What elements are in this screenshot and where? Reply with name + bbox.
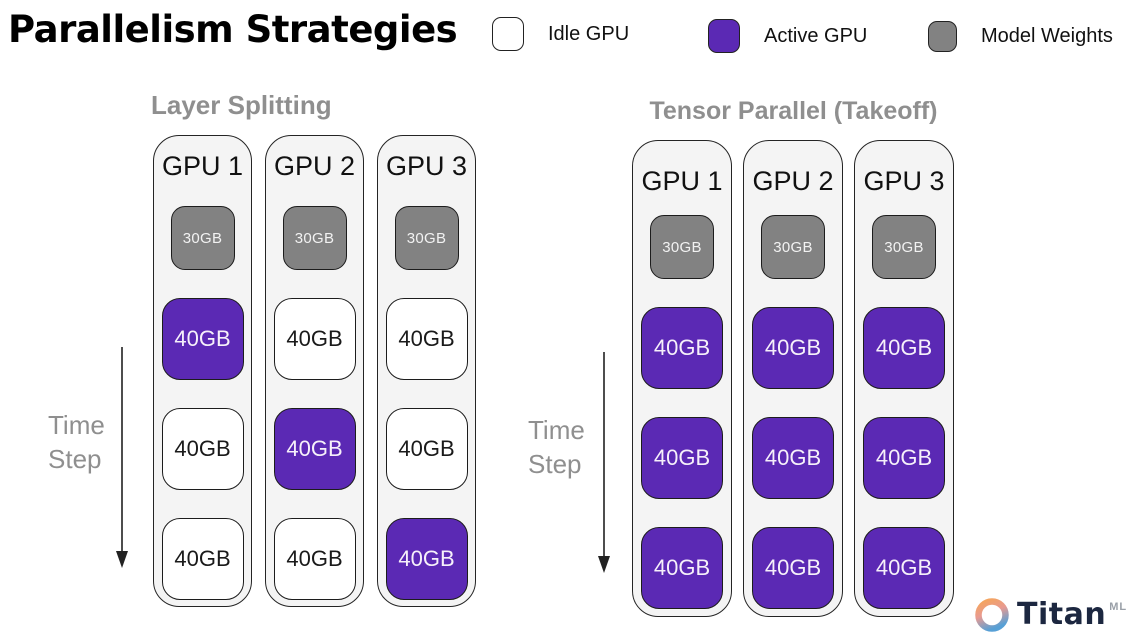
- time-step-line2: Step: [528, 449, 582, 479]
- model-weights-box: 30GB: [650, 215, 714, 279]
- model-weights-box: 30GB: [394, 206, 459, 270]
- gpu-label: GPU 3: [385, 151, 468, 181]
- idle-gpu-box: 40GB: [385, 408, 468, 490]
- active-gpu-box: 40GB: [641, 307, 723, 389]
- legend-label: Active GPU: [764, 24, 868, 47]
- titanml-ring-icon: [975, 598, 1009, 632]
- titanml-logo: Titan ML: [973, 595, 1127, 633]
- gpu-column: GPU 3 30GB 40GB 40GB 40GB: [377, 135, 476, 607]
- active-gpu-box: 40GB: [863, 417, 945, 499]
- logo-brand-text: Titan: [1017, 596, 1107, 632]
- gpu-column: GPU 1 30GB 40GB 40GB 40GB: [153, 135, 252, 607]
- active-gpu-box: 40GB: [752, 527, 834, 609]
- section-title-layer-splitting: Layer Splitting: [151, 90, 332, 120]
- time-step-line1: Time: [48, 410, 105, 440]
- idle-gpu-box: 40GB: [385, 298, 468, 380]
- active-gpu-box: 40GB: [863, 527, 945, 609]
- logo-suffix-text: ML: [1109, 601, 1128, 613]
- time-step-label: Time Step: [48, 408, 105, 476]
- active-gpu-box: 40GB: [641, 527, 723, 609]
- model-weights-swatch-icon: [928, 21, 957, 52]
- active-gpu-box: 40GB: [641, 417, 723, 499]
- section-title-tensor-parallel: Tensor Parallel (Takeoff): [649, 97, 938, 125]
- gpu-column: GPU 3 30GB 40GB 40GB 40GB: [854, 140, 954, 617]
- active-gpu-box: 40GB: [161, 298, 244, 380]
- idle-gpu-box: 40GB: [273, 518, 356, 600]
- legend-item-active-gpu: Active GPU: [708, 19, 867, 53]
- model-weights-box: 30GB: [170, 206, 235, 270]
- gpu-label: GPU 1: [161, 151, 244, 181]
- gpu-label: GPU 1: [641, 166, 723, 196]
- active-gpu-swatch-icon: [708, 19, 740, 53]
- model-weights-box: 30GB: [872, 215, 936, 279]
- gpu-label: GPU 2: [273, 151, 356, 181]
- legend-label: Idle GPU: [548, 22, 630, 45]
- active-gpu-box: 40GB: [385, 518, 468, 600]
- layer-splitting-columns: GPU 1 30GB 40GB 40GB 40GB GPU 2 30GB 40GB 40GB 40…: [153, 135, 476, 607]
- legend-item-model-weights: Model Weights: [928, 21, 1113, 52]
- gpu-column: GPU 1 30GB 40GB 40GB 40GB: [632, 140, 732, 617]
- legend-item-idle-gpu: Idle GPU: [492, 17, 629, 51]
- time-step-line1: Time: [528, 415, 585, 445]
- model-weights-box: 30GB: [282, 206, 347, 270]
- active-gpu-box: 40GB: [752, 307, 834, 389]
- idle-gpu-swatch-icon: [492, 17, 524, 51]
- model-weights-box: 30GB: [761, 215, 825, 279]
- idle-gpu-box: 40GB: [161, 408, 244, 490]
- gpu-column: GPU 2 30GB 40GB 40GB 40GB: [265, 135, 364, 607]
- time-step-arrow-icon: [598, 352, 610, 573]
- idle-gpu-box: 40GB: [161, 518, 244, 600]
- tensor-parallel-columns: GPU 1 30GB 40GB 40GB 40GB GPU 2 30GB 40GB 40GB 40…: [632, 140, 954, 617]
- active-gpu-box: 40GB: [863, 307, 945, 389]
- gpu-label: GPU 2: [752, 166, 834, 196]
- gpu-column: GPU 2 30GB 40GB 40GB 40GB: [743, 140, 843, 617]
- active-gpu-box: 40GB: [752, 417, 834, 499]
- time-step-arrow-icon: [116, 347, 128, 568]
- gpu-label: GPU 3: [863, 166, 945, 196]
- page-title: Parallelism Strategies: [8, 8, 458, 51]
- idle-gpu-box: 40GB: [273, 298, 356, 380]
- legend-label: Model Weights: [981, 25, 1113, 47]
- time-step-line2: Step: [48, 444, 102, 474]
- time-step-label: Time Step: [528, 413, 585, 481]
- active-gpu-box: 40GB: [273, 408, 356, 490]
